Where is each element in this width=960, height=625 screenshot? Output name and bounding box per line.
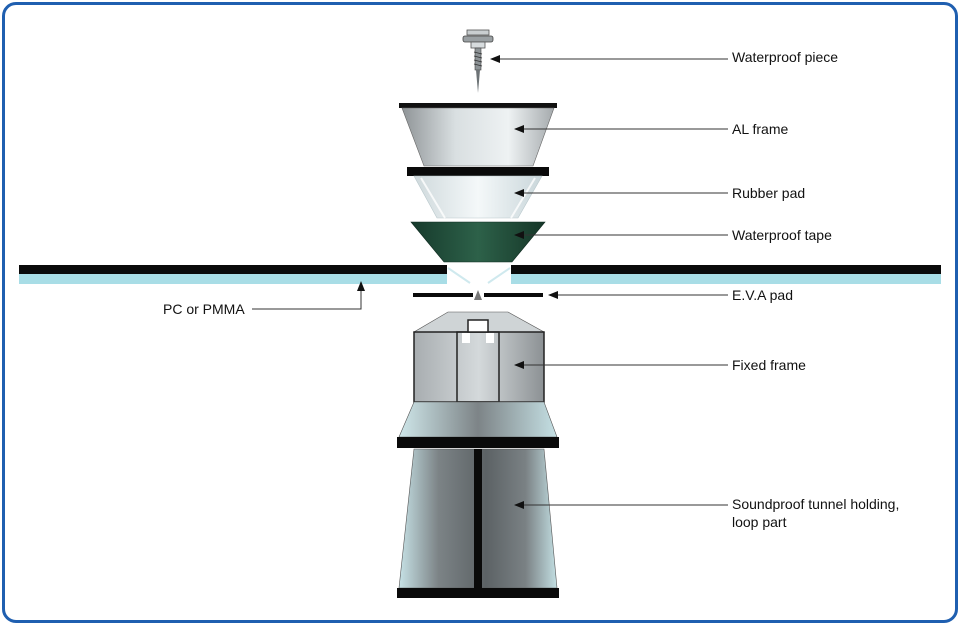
soundproof-tunnel-shape bbox=[397, 448, 559, 598]
leader-lines bbox=[252, 55, 728, 509]
label-soundproof-tunnel: Soundproof tunnel holding, loop part bbox=[732, 496, 900, 530]
al-frame-shape bbox=[399, 103, 557, 167]
label-al-frame: AL frame bbox=[732, 121, 789, 137]
rubber-pad-shape bbox=[407, 167, 549, 219]
label-waterproof-piece: Waterproof piece bbox=[732, 49, 839, 65]
label-rubber-pad: Rubber pad bbox=[732, 185, 806, 201]
label-waterproof-tape: Waterproof tape bbox=[732, 227, 832, 243]
eva-pad-shape bbox=[413, 290, 543, 300]
label-pc-or-pmma: PC or PMMA bbox=[163, 301, 245, 317]
label-fixed-frame: Fixed frame bbox=[732, 357, 806, 373]
waterproof-tape-shape bbox=[410, 221, 546, 263]
pc-pmma-panel bbox=[19, 265, 941, 284]
label-eva-pad: E.V.A pad bbox=[732, 287, 793, 303]
fixed-frame-shape bbox=[397, 311, 559, 448]
leader-pc-pmma bbox=[252, 281, 365, 310]
waterproof-piece-screw bbox=[462, 29, 494, 93]
